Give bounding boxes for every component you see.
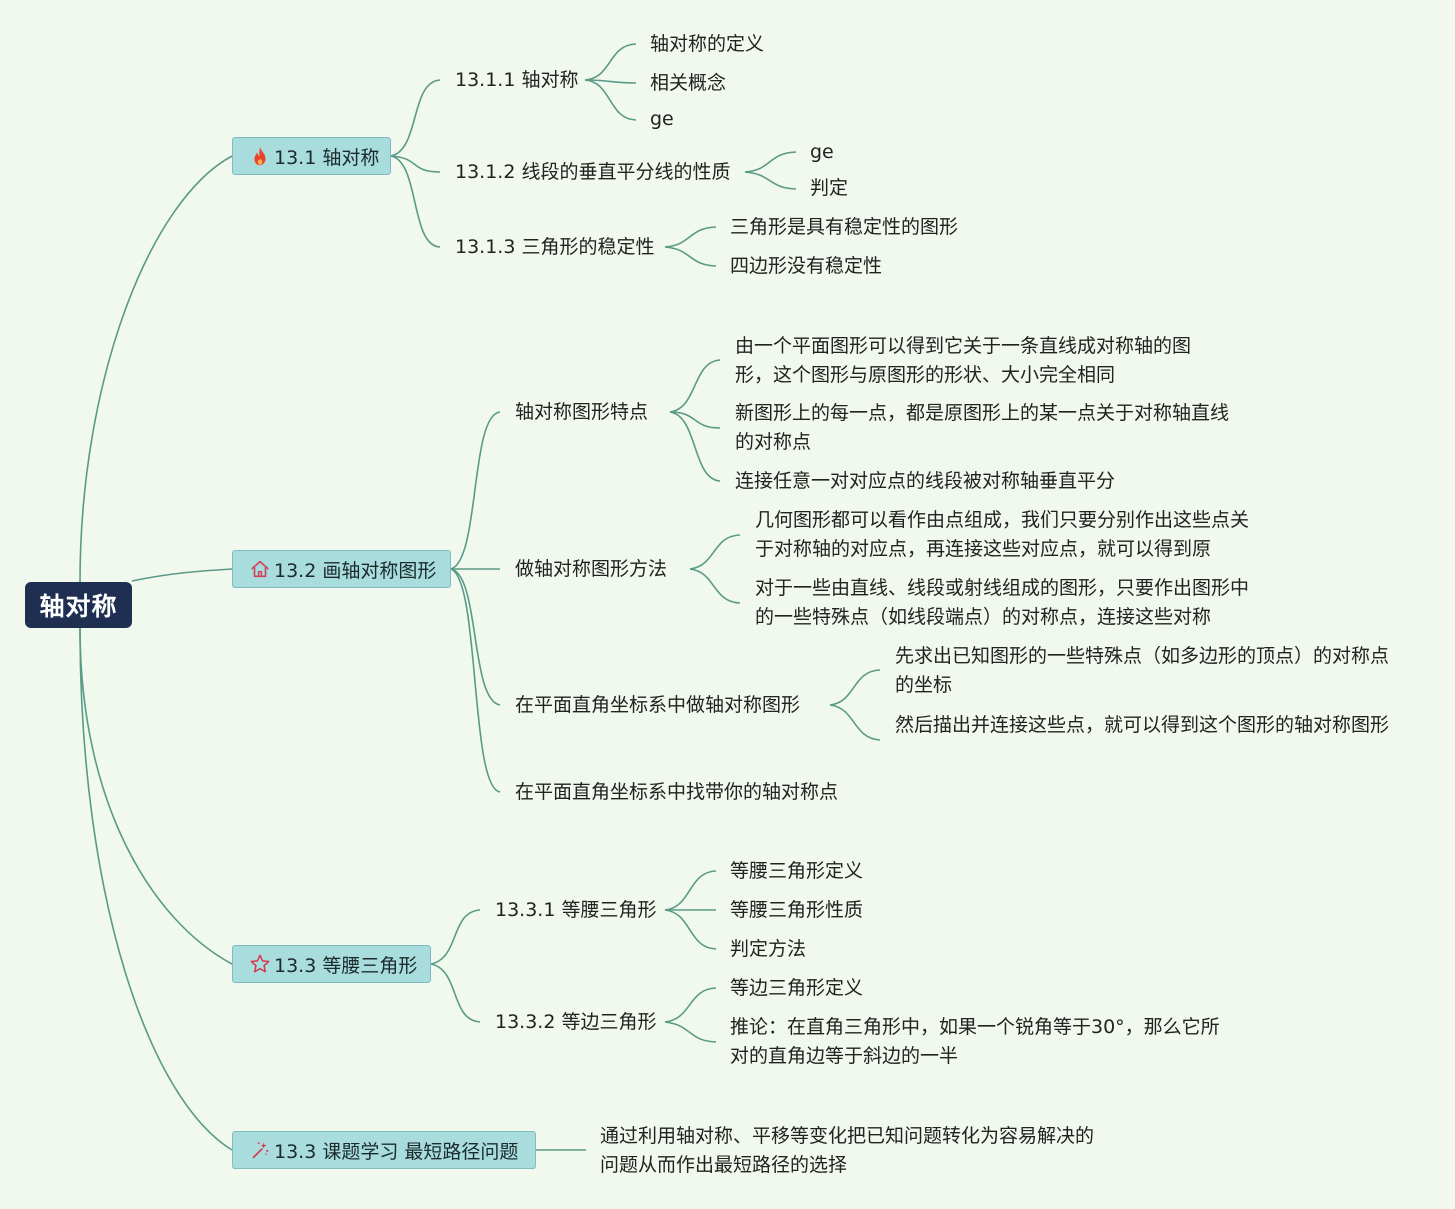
link-s3-c1 [430,909,481,965]
section-label: 13.2 画轴对称图形 [274,559,437,582]
link-c13-l2 [664,246,717,267]
topic-symmetric-features[interactable]: 轴对称图形特点 [515,401,649,423]
section-13-2[interactable]: 13.2 画轴对称图形 [232,550,451,588]
leaf-node[interactable]: 四边形没有稳定性 [730,255,883,277]
house-icon [249,558,271,580]
link-root-s1 [79,155,233,583]
link-c11-l3 [584,79,637,121]
link-s2-c4 [450,568,501,793]
link-c32-l1 [664,987,717,1023]
link-root-s3 [79,627,233,965]
link-s3-c2 [430,963,481,1023]
leaf-node[interactable]: 等腰三角形定义 [730,860,864,882]
leaf-node[interactable]: 推论：在直角三角形中，如果一个锐角等于30°，那么它所对的直角边等于斜边的一半 [730,1016,1220,1067]
root-node[interactable]: 轴对称 [25,582,132,628]
topic-drawing-method[interactable]: 做轴对称图形方法 [515,558,668,580]
magic-wand-icon [249,1139,271,1161]
link-s1-c3 [390,155,441,248]
leaf-node[interactable]: ge [810,141,834,163]
leaf-node[interactable]: 新图形上的每一点，都是原图形上的某一点关于对称轴直线的对称点 [735,402,1230,453]
star-icon [249,953,271,975]
topic-13-3-2[interactable]: 13.3.2 等边三角形 [495,1011,657,1033]
topic-13-1-2[interactable]: 13.1.2 线段的垂直平分线的性质 [455,161,731,183]
link-c12-l2 [744,171,797,190]
leaf-node[interactable]: 等边三角形定义 [730,977,864,999]
link-root-s2 [131,568,233,582]
leaf-node[interactable]: 然后描出并连接这些点，就可以得到这个图形的轴对称图形 [895,714,1390,736]
link-c32-l2 [664,1021,717,1043]
link-c12-l1 [744,151,797,173]
leaf-node[interactable]: 由一个平面图形可以得到它关于一条直线成对称轴的图形，这个图形与原图形的形状、大小… [735,335,1192,386]
link-s1-c2 [390,155,441,173]
link-c23-l2 [829,704,881,741]
leaf-node[interactable]: 三角形是具有稳定性的图形 [730,216,959,238]
link-s1-c1 [390,79,441,157]
link-c11-l2 [584,79,637,84]
topic-coordinate-point[interactable]: 在平面直角坐标系中找带你的轴对称点 [515,781,839,803]
link-s2-c1 [450,411,501,570]
leaf-node[interactable]: 先求出已知图形的一些特殊点（如多边形的顶点）的对称点的坐标 [895,645,1390,696]
leaf-node[interactable]: 通过利用轴对称、平移等变化把已知问题转化为容易解决的问题从而作出最短路径的选择 [600,1125,1095,1176]
link-s2-c3 [450,568,501,706]
leaf-node[interactable]: 判定 [810,177,849,199]
topic-coordinate-drawing[interactable]: 在平面直角坐标系中做轴对称图形 [515,694,801,716]
topic-13-3-1[interactable]: 13.3.1 等腰三角形 [495,899,657,921]
leaf-node[interactable]: 几何图形都可以看作由点组成，我们只要分别作出这些点关于对称轴的对应点，再连接这些… [755,509,1250,560]
leaf-node[interactable]: ge [650,108,674,130]
section-13-1[interactable]: 13.1 轴对称 [232,137,391,175]
link-c11-l1 [584,43,637,81]
section-13-3[interactable]: 13.3 等腰三角形 [232,945,431,983]
leaf-node[interactable]: 连接任意一对对应点的线段被对称轴垂直平分 [735,470,1116,492]
leaf-node[interactable]: 等腰三角形性质 [730,899,864,921]
topic-13-1-1[interactable]: 13.1.1 轴对称 [455,69,579,91]
link-c21-l3 [669,411,721,482]
fire-icon [249,145,271,167]
link-c22-l1 [689,534,741,570]
leaf-node[interactable]: 对于一些由直线、线段或射线组成的图形，只要作出图形中的一些特殊点（如线段端点）的… [755,577,1250,628]
leaf-node[interactable]: 相关概念 [650,72,727,94]
leaf-node[interactable]: 判定方法 [730,938,807,960]
link-c31-l1 [664,870,717,911]
link-c22-l2 [689,568,741,604]
link-c23-l1 [829,669,881,706]
leaf-node[interactable]: 轴对称的定义 [650,33,765,55]
section-label: 13.3 课题学习 最短路径问题 [274,1140,519,1163]
link-root-s4 [79,627,233,1151]
section-label: 13.3 等腰三角形 [274,954,418,977]
topic-13-1-3[interactable]: 13.1.3 三角形的稳定性 [455,236,655,258]
link-c13-l1 [664,226,717,248]
section-label: 13.1 轴对称 [274,146,380,169]
link-c31-l3 [664,909,717,950]
link-c21-l2 [669,411,721,429]
link-c21-l1 [669,359,721,413]
section-13-3-shortest-path[interactable]: 13.3 课题学习 最短路径问题 [232,1131,536,1169]
